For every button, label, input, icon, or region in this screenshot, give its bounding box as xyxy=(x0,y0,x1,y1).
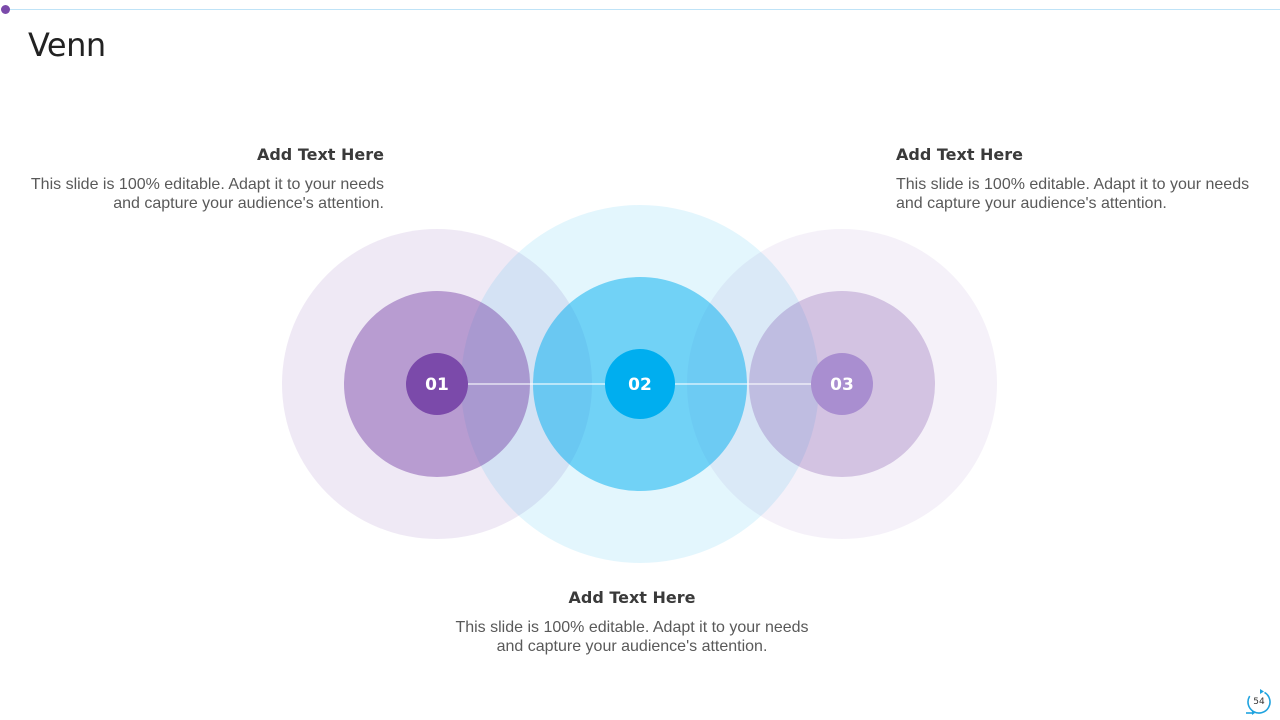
text-block-right-heading: Add Text Here xyxy=(896,145,1024,164)
node-03-core xyxy=(811,353,873,415)
text-block-bottom-heading: Add Text Here xyxy=(568,588,696,607)
text-block-bottom-body: This slide is 100% editable. Adapt it to… xyxy=(455,619,809,655)
node-03: 03 xyxy=(811,353,873,415)
node-02: 02 xyxy=(605,349,675,419)
text-block-bottom: Add Text Here This slide is 100% editabl… xyxy=(452,588,812,656)
node-01-core xyxy=(406,353,468,415)
node-03-label: 03 xyxy=(830,375,854,395)
node-01: 01 xyxy=(406,353,468,415)
node-01-label: 01 xyxy=(425,375,449,395)
page-number: 54 xyxy=(1253,697,1265,707)
top-accent-line xyxy=(6,9,1280,10)
top-accent-dot xyxy=(1,5,10,14)
text-block-right-body: This slide is 100% editable. Adapt it to… xyxy=(896,176,1250,212)
node-02-label: 02 xyxy=(628,375,652,395)
text-block-left-body: This slide is 100% editable. Adapt it to… xyxy=(30,176,384,212)
refresh-cycle-icon xyxy=(1246,689,1271,715)
text-block-right: Add Text Here This slide is 100% editabl… xyxy=(896,145,1256,213)
text-block-left-heading: Add Text Here xyxy=(256,145,384,164)
node-02-core xyxy=(605,349,675,419)
text-block-left: Add Text Here This slide is 100% editabl… xyxy=(24,145,384,213)
slide-title: Venn xyxy=(28,26,106,64)
